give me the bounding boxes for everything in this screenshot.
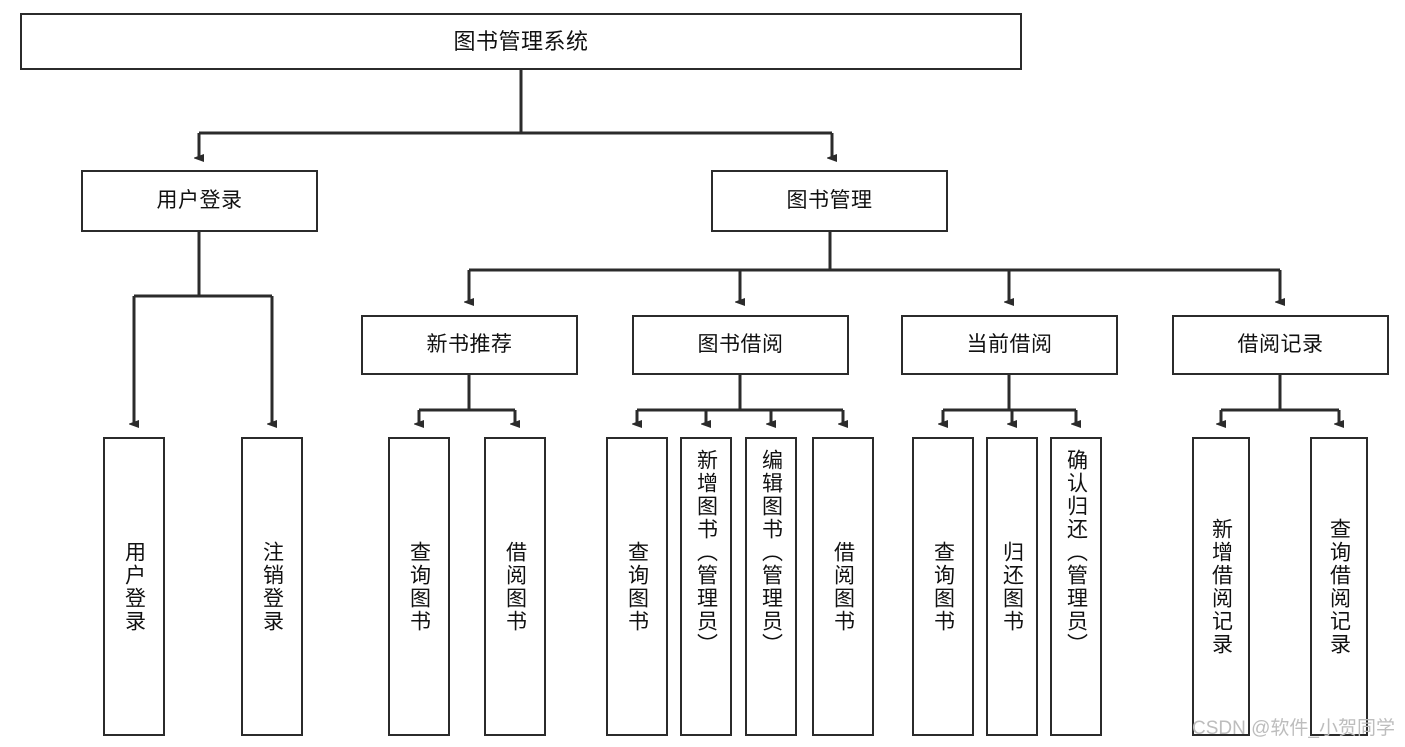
node-leaf-borrow-book-label: 借阅图书 (831, 540, 855, 633)
node-leaf-borrow-book[interactable]: 借阅图书 (812, 437, 874, 736)
node-book-manage[interactable]: 图书管理 (711, 170, 948, 232)
node-new-book-recommend[interactable]: 新书推荐 (361, 315, 578, 375)
node-leaf-add-borrow-record[interactable]: 新增借阅记录 (1192, 437, 1250, 736)
node-leaf-add-book[interactable]: 新增图书（管理员） (680, 437, 732, 736)
node-leaf-query-book-current[interactable]: 查询图书 (912, 437, 974, 736)
node-leaf-return-book-label: 归还图书 (1000, 540, 1024, 633)
node-root-label: 图书管理系统 (453, 28, 589, 54)
node-leaf-query-book-recommend-label: 查询图书 (407, 540, 431, 633)
node-leaf-query-borrow-record-label: 查询借阅记录 (1327, 517, 1351, 656)
node-book-borrow-label: 图书借阅 (697, 332, 784, 356)
node-book-manage-label: 图书管理 (786, 188, 873, 212)
node-leaf-borrow-book-recommend-label: 借阅图书 (503, 540, 527, 633)
node-leaf-add-book-label: 新增图书（管理员） (694, 449, 718, 656)
node-leaf-confirm-return[interactable]: 确认归还（管理员） (1050, 437, 1102, 736)
node-borrow-record-label: 借阅记录 (1237, 332, 1324, 356)
node-current-borrow-label: 当前借阅 (966, 332, 1053, 356)
node-leaf-query-book-recommend[interactable]: 查询图书 (388, 437, 450, 736)
node-leaf-return-book[interactable]: 归还图书 (986, 437, 1038, 736)
node-current-borrow[interactable]: 当前借阅 (901, 315, 1118, 375)
node-leaf-add-borrow-record-label: 新增借阅记录 (1209, 517, 1233, 656)
node-leaf-query-book-current-label: 查询图书 (931, 540, 955, 633)
node-leaf-confirm-return-label: 确认归还（管理员） (1064, 449, 1088, 656)
node-leaf-user-login[interactable]: 用户登录 (103, 437, 165, 736)
node-leaf-user-login-label: 用户登录 (122, 540, 146, 633)
node-new-book-recommend-label: 新书推荐 (426, 332, 513, 356)
node-leaf-user-logout[interactable]: 注销登录 (241, 437, 303, 736)
node-user-login[interactable]: 用户登录 (81, 170, 318, 232)
csdn-watermark: CSDN @软件_小贺同学 (1192, 718, 1395, 739)
node-leaf-edit-book-label: 编辑图书（管理员） (759, 449, 783, 656)
node-leaf-query-book-borrow-label: 查询图书 (625, 540, 649, 633)
node-book-borrow[interactable]: 图书借阅 (632, 315, 849, 375)
node-leaf-edit-book[interactable]: 编辑图书（管理员） (745, 437, 797, 736)
node-user-login-label: 用户登录 (156, 188, 243, 212)
node-leaf-borrow-book-recommend[interactable]: 借阅图书 (484, 437, 546, 736)
node-borrow-record[interactable]: 借阅记录 (1172, 315, 1389, 375)
node-leaf-query-borrow-record[interactable]: 查询借阅记录 (1310, 437, 1368, 736)
node-leaf-user-logout-label: 注销登录 (260, 540, 284, 633)
node-leaf-query-book-borrow[interactable]: 查询图书 (606, 437, 668, 736)
node-root[interactable]: 图书管理系统 (20, 13, 1022, 70)
